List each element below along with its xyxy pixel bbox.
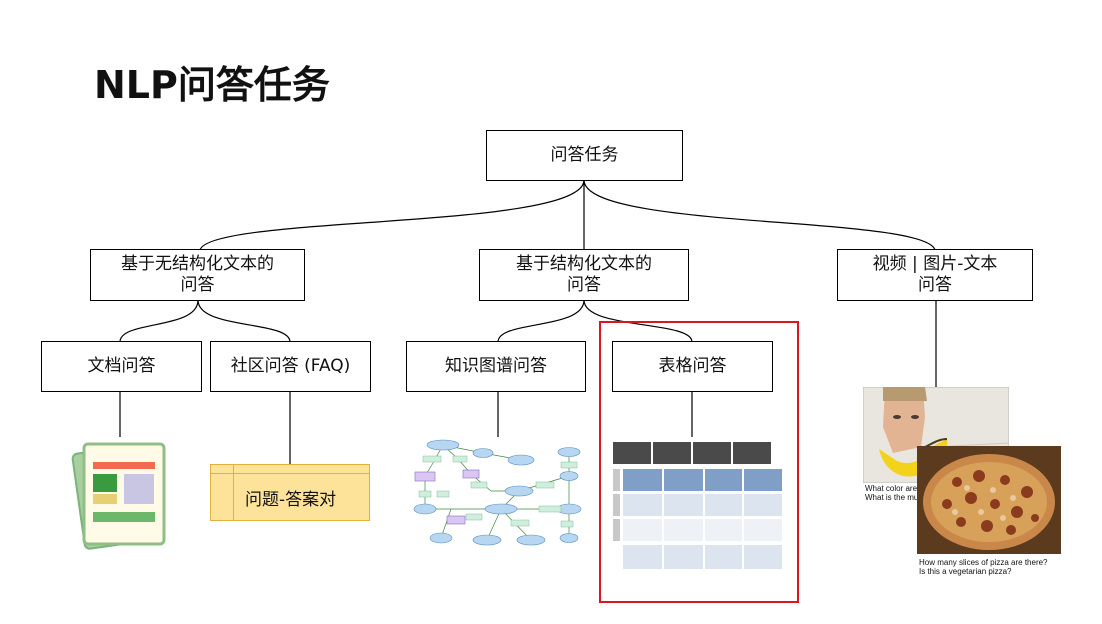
table-image [613,442,782,569]
node-root: 问答任务 [486,130,683,181]
page-title: NLP问答任务 [94,63,330,107]
qa-pair-tab-line [211,473,369,474]
node-structured-label-line1: 基于结构化文本的 [516,254,652,274]
connector-structured-kg [497,299,585,343]
node-multimodal-label-line2: 问答 [917,275,952,295]
connector-structured-table [583,299,693,343]
vqa-caption-2-line2: Is this a vegetarian pizza? [919,567,1012,576]
node-community-qa: 社区问答 (FAQ) [210,341,371,392]
node-unstructured-label-line2: 问答 [180,275,215,295]
node-unstructured: 基于无结构化文本的问答 [90,249,305,301]
table-qa-highlight [599,321,799,603]
node-root-label: 问答任务 [550,145,619,165]
knowledge-graph-image [413,439,582,546]
node-multimodal-label-line1: 视频 | 图片-文本 [872,254,998,274]
node-multimodal: 视频 | 图片-文本问答 [837,249,1033,301]
node-doc-qa-label: 文档问答 [87,356,156,376]
vqa-caption-1-line2: What is the must [865,493,925,502]
vqa-photo-pizza [917,446,1061,554]
document-icon [71,442,166,550]
node-community-qa-label: 社区问答 (FAQ) [230,356,351,376]
node-unstructured-label-line1: 基于无结构化文本的 [121,254,274,274]
node-structured-label-line2: 问答 [567,275,601,295]
qa-pair-margin-line [233,465,234,520]
connector-unstructured-community [197,299,291,343]
connector-root-unstructured [199,179,585,251]
vqa-caption-1-line1: What color are h [865,484,924,493]
qa-pair-card: 问题-答案对 [210,464,370,521]
node-kg-qa-label: 知识图谱问答 [445,356,547,376]
vqa-caption-2-line1: How many slices of pizza are there? [919,558,1048,567]
node-structured: 基于结构化文本的问答 [479,249,689,301]
node-table-qa: 表格问答 [612,341,773,392]
node-kg-qa: 知识图谱问答 [406,341,586,392]
connector-root-multimodal [583,179,936,251]
node-table-qa-label: 表格问答 [658,356,727,376]
node-doc-qa: 文档问答 [41,341,202,392]
qa-pair-label: 问题-答案对 [245,490,337,510]
connector-unstructured-doc [119,299,199,343]
